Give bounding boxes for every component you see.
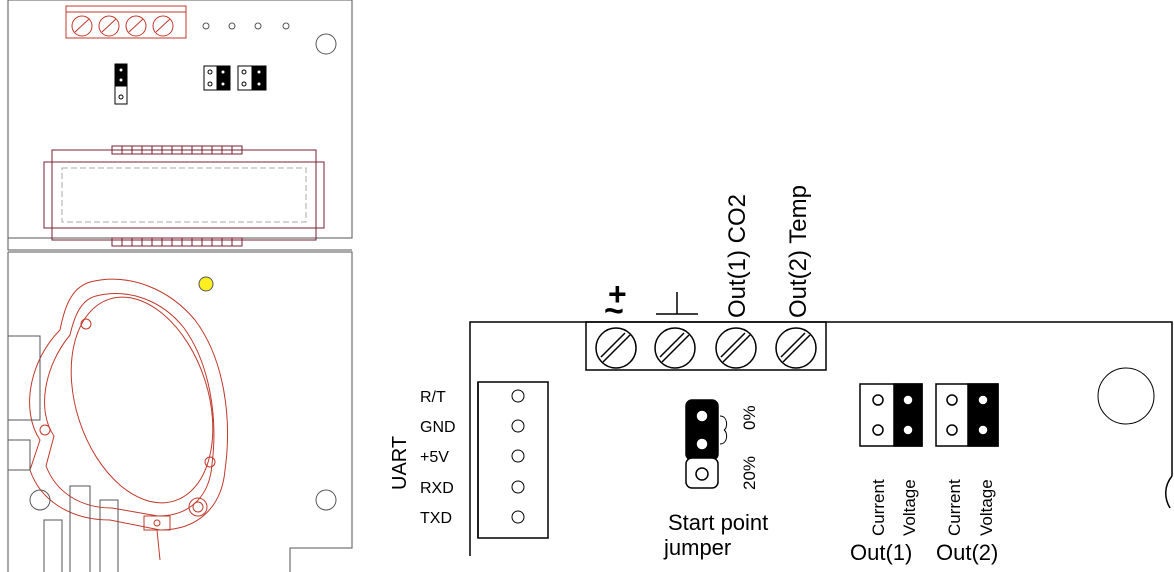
ground-icon [656,292,698,315]
uart-pin [511,510,525,524]
uart-pin-label: TXD [420,510,452,527]
out2-name: Out(2) [936,540,998,565]
terminal-screw-icon [775,327,817,369]
uart-pin [511,480,525,494]
pcb-mount-hole [29,489,51,511]
out2-voltage-label: Voltage [977,479,996,536]
pcb-terminal-block [65,5,187,39]
output-jumper-1 [859,383,923,447]
out1-voltage-label: Voltage [900,479,919,536]
uart-pin-label: R/T [420,389,446,406]
uart-pin [511,389,525,403]
uart-pin [511,449,525,463]
uart-title: UART [389,436,411,490]
start-jumper-opt-bottom: 20% [740,456,759,490]
pcb-screw-icon [71,15,93,37]
pcb-screw-icon [98,15,120,37]
pcb-screw-icon [125,15,147,37]
terminal-1-plus: + [608,276,627,312]
pcb-status-led [198,276,214,292]
uart-pin-label: RXD [420,480,454,497]
terminal-4-label: Out(2) Temp [785,185,812,318]
start-jumper-opt-top: 0% [740,405,759,430]
uart-pin-label: GND [420,419,456,436]
detail-board [469,321,1173,556]
out2-current-label: Current [945,479,964,536]
terminal-3-label: Out(1) CO2 [724,194,751,318]
start-jumper-caption-1: Start point [668,510,768,535]
pcb-screw-icon [152,15,174,37]
pcb-uart-jumper [114,63,128,105]
uart-connector [477,381,549,539]
out1-current-label: Current [869,479,888,536]
start-point-jumper [685,399,728,489]
out1-name: Out(1) [850,540,912,565]
pcb-lcd-display [43,145,325,247]
detail-mount-hole [1097,367,1155,425]
pcb-co2-sensor [29,278,228,561]
detail-board-outline [469,321,1173,556]
pcb-mount-hole [315,489,337,511]
uart-pin-label: +5V [420,449,449,466]
terminal-block [585,321,827,371]
pcb-overview [7,0,353,572]
pcb-output-jumpers [203,65,267,91]
pcb-mount-hole [315,33,337,55]
terminal-1-tilde: ~ [604,292,624,330]
start-jumper-caption-2: jumper [663,535,731,560]
terminal-screw-icon [715,327,757,369]
terminal-screw-icon [654,327,696,369]
terminal-2-ground: ⊥ [0,0,1,1]
terminal-screw-icon [595,327,637,369]
uart-pin [511,419,525,433]
output-jumper-2 [935,383,999,447]
